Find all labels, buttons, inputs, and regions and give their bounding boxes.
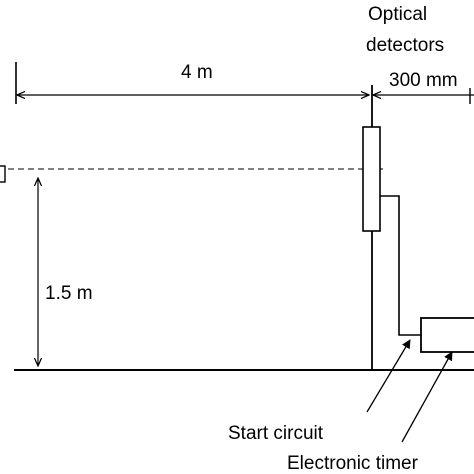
electronic-timer-pointer <box>401 351 453 443</box>
start-circuit-label: Start circuit <box>228 423 324 444</box>
light-source-box <box>0 165 6 183</box>
detector-wire <box>380 195 422 336</box>
optical-detectors-label-line1: Optical <box>368 4 427 25</box>
start-circuit-pointer <box>366 339 411 413</box>
horizontal-distance-label: 4 m <box>181 62 213 83</box>
optical-detector-housing <box>362 126 381 232</box>
optical-detectors-label-line2: detectors <box>366 35 444 56</box>
detector-spacing-label: 300 mm <box>389 70 458 91</box>
electronic-timer-box <box>420 317 474 353</box>
height-label: 1.5 m <box>45 283 93 304</box>
electronic-timer-label: Electronic timer <box>287 453 419 474</box>
